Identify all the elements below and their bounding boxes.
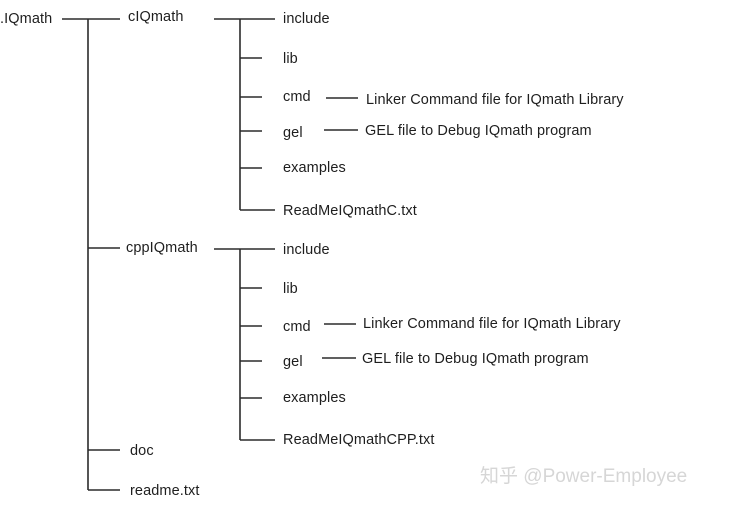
folder-cIQmath-label: cIQmath: [128, 9, 184, 25]
c-readme-label: ReadMeIQmathC.txt: [283, 203, 417, 219]
folder-cppIQmath-label: cppIQmath: [126, 240, 198, 256]
c-gel-note: GEL file to Debug IQmath program: [365, 123, 592, 139]
c-include-label: include: [283, 11, 330, 27]
cpp-gel-label: gel: [283, 354, 303, 370]
cpp-cmd-note: Linker Command file for IQmath Library: [363, 316, 621, 332]
c-examples-label: examples: [283, 160, 346, 176]
c-lib-label: lib: [283, 51, 298, 67]
cpp-examples-label: examples: [283, 390, 346, 406]
watermark-text: 知乎 @Power-Employee: [480, 466, 688, 487]
c-gel-label: gel: [283, 125, 303, 141]
cpp-readme-label: ReadMeIQmathCPP.txt: [283, 432, 435, 448]
folder-doc-label: doc: [130, 443, 154, 459]
cpp-gel-note: GEL file to Debug IQmath program: [362, 351, 589, 367]
cpp-include-label: include: [283, 242, 330, 258]
c-cmd-label: cmd: [283, 89, 311, 105]
file-readme-label: readme.txt: [130, 483, 200, 499]
c-cmd-note: Linker Command file for IQmath Library: [366, 92, 624, 108]
cpp-cmd-label: cmd: [283, 319, 311, 335]
root-folder-label: .IQmath: [0, 11, 53, 27]
cpp-lib-label: lib: [283, 281, 298, 297]
